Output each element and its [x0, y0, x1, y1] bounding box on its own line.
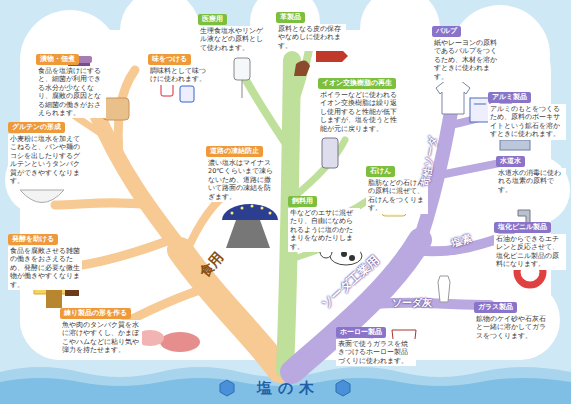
info-box: ホーロー製品表面で使うガラスを焼きつけるホーロー製品づくりに使われます。 [336, 319, 416, 366]
info-box: パルプ紙やレーヨンの原料であるパルプをつくるため、木材を溶かすときに使われます。 [432, 18, 504, 82]
box-body: 原料となる皮の保存やなめしに使われます。 [276, 24, 346, 51]
box-body: 小麦粉に塩水を加えてこねると、パンや麺のコシを出したりするグルテンというタンパク… [8, 134, 86, 186]
box-heading: 塩化ビニル製品 [494, 222, 551, 233]
box-body: 調味料として味つけに使われます。 [148, 66, 212, 85]
box-heading: パルプ [432, 26, 461, 37]
box-heading: ホーロー製品 [336, 327, 386, 338]
box-heading: 石けん [366, 166, 395, 177]
box-body: 食品を塩漬けにすると、細菌が利用できる水分が少なくなり、腐敗の原因となる細菌の働… [36, 66, 106, 118]
branch-label: 塩素 [450, 231, 474, 251]
box-body: 濃い塩水はマイナス20℃くらいまで凍らないため、道路に撒いて路面の凍結を防ぎます… [206, 158, 276, 202]
info-box: 石けん脂肪などの石けんの原料に混ぜて、石けんをつくります。 [366, 158, 428, 214]
box-heading: 発酵を助ける [8, 234, 58, 245]
box-body: 食品を腐敗させる雑菌の働きをおさえるため、発酵に必要な微生物が働きやすくなります… [8, 246, 82, 290]
info-box: 塩化ビニル製品石油からできるエチレンと反応させて、塩化ビニル製品の原料になります… [494, 214, 566, 270]
box-heading: 水道水 [496, 156, 525, 167]
info-box: ガラス製品鉱物のケイ砂や石灰石と一緒に溶かしてガラスをつくります。 [474, 294, 554, 341]
info-box: 道路の凍結防止濃い塩水はマイナス20℃くらいまで凍らないため、道路に撒いて路面の… [206, 138, 276, 202]
branch-label: 苛性ソーダ [418, 136, 440, 188]
info-box: 水道水水道水の消毒に使われる塩素の原料です。 [496, 148, 566, 195]
box-body: アルミのもとをつくるため、原料のボーキサイトという鉱石を溶かすときに使われます。 [488, 104, 566, 140]
box-heading: 飼料用 [288, 196, 317, 207]
branch-label: ソーダ灰 [392, 296, 432, 310]
box-heading: 漬物・佃煮 [36, 54, 79, 65]
diagram-title: 塩の木 [257, 379, 320, 398]
box-body: 牛などのエサに混ぜたり、自由になめられるように塩のかたまりをなめたりします。 [288, 208, 360, 252]
box-heading: イオン交換樹脂の再生 [318, 78, 396, 89]
box-body: 石油からできるエチレンと反応させて、塩化ビニル製品の原料になります。 [494, 234, 566, 270]
branch-label: ソーダ工業用 [318, 252, 383, 313]
info-box: 革製品原料となる皮の保存やなめしに使われます。 [276, 4, 346, 51]
box-heading: グルテンの形成 [8, 122, 65, 133]
info-box: 漬物・佃煮食品を塩漬けにすると、細菌が利用できる水分が少なくなり、腐敗の原因とな… [36, 46, 106, 118]
info-box: イオン交換樹脂の再生ボイラーなどに使われるイオン交換樹脂は繰り返し使用すると性能… [318, 70, 404, 134]
box-body: 表面で使うガラスを焼きつけるホーロー製品づくりに使われます。 [336, 339, 416, 366]
box-body: 生理食塩水やリンゲル液などの原料として使われます。 [198, 26, 266, 53]
box-heading: 革製品 [276, 12, 305, 23]
info-box: 練り製品の形を作る魚や肉のタンパク質を水に溶けやすくし、かまぼこやハムなどに粘り… [60, 300, 142, 356]
box-heading: ガラス製品 [474, 302, 517, 313]
info-box: アルミ製品アルミのもとをつくるため、原料のボーキサイトという鉱石を溶かすときに使… [488, 84, 566, 140]
box-heading: アルミ製品 [488, 92, 531, 103]
box-heading: 味をつける [148, 54, 191, 65]
box-heading: 医療用 [198, 14, 227, 25]
box-heading: 練り製品の形を作る [60, 308, 131, 319]
box-heading: 道路の凍結防止 [206, 146, 263, 157]
info-box: 医療用生理食塩水やリンゲル液などの原料として使われます。 [198, 6, 266, 53]
box-body: 魚や肉のタンパク質を水に溶けやすくし、かまぼこやハムなどに粘り気や弾力を持たせま… [60, 320, 142, 356]
info-box: グルテンの形成小麦粉に塩水を加えてこねると、パンや麺のコシを出したりするグルテン… [8, 114, 86, 186]
box-body: 脂肪などの石けんの原料に混ぜて、石けんをつくります。 [366, 178, 428, 214]
box-body: 鉱物のケイ砂や石灰石と一緒に溶かしてガラスをつくります。 [474, 314, 554, 341]
box-body: 紙やレーヨンの原料であるパルプをつくるため、木材を溶かすときに使われます。 [432, 38, 504, 82]
info-box: 発酵を助ける食品を腐敗させる雑菌の働きをおさえるため、発酵に必要な微生物が働きや… [8, 226, 82, 290]
info-box: 飼料用牛などのエサに混ぜたり、自由になめられるように塩のかたまりをなめたりします… [288, 188, 360, 252]
box-body: ボイラーなどに使われるイオン交換樹脂は繰り返し使用すると性能が低下しますが、塩を… [318, 90, 404, 134]
branch-label: 食用 [196, 249, 228, 282]
box-body: 水道水の消毒に使われる塩素の原料です。 [496, 168, 566, 195]
